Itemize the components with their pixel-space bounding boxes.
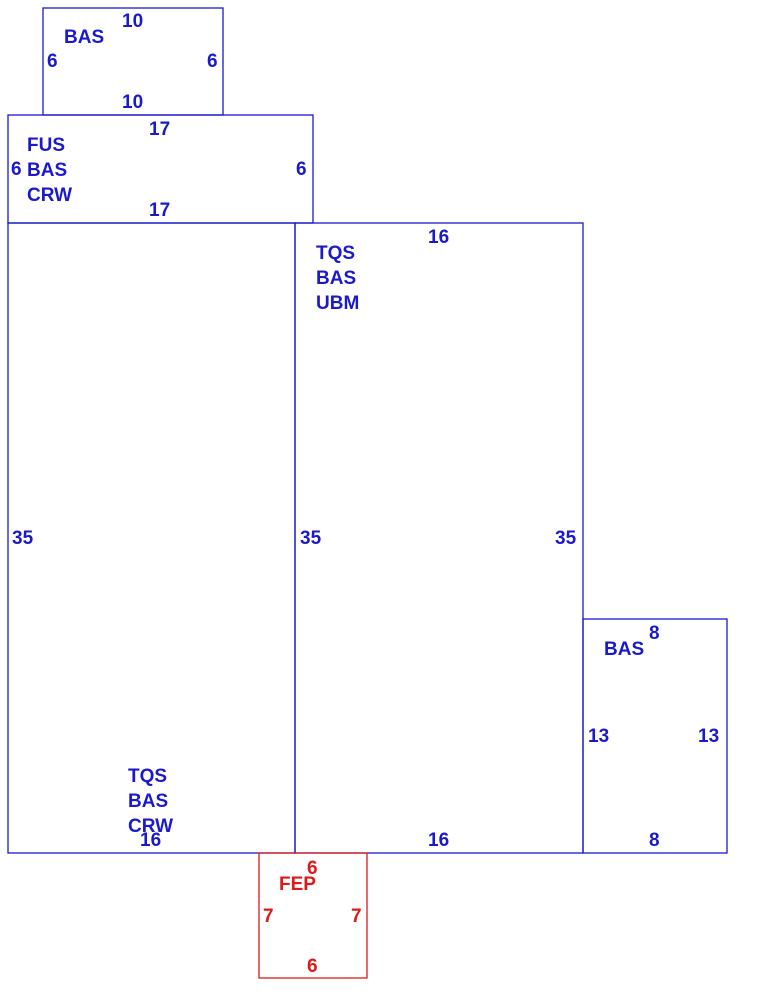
left-dim-bottom: 16 [140,830,161,851]
top-dim-left: 6 [47,51,58,72]
section-porch-outline [258,852,368,979]
right-dim-bottom: 8 [649,830,660,851]
porch-dim-right: 7 [351,906,362,927]
top-dim-top: 10 [122,11,143,32]
left-dim-left: 35 [12,528,34,549]
top-dim-bottom: 10 [122,92,143,113]
section-right-outline [582,618,728,854]
upper-dim-top: 17 [149,119,170,140]
porch-dim-left: 7 [263,906,274,927]
upper-label-2: BAS [27,160,67,181]
right-dim-top: 8 [649,623,660,644]
middle-label-2: BAS [316,268,356,289]
right-dim-right: 13 [698,726,719,747]
middle-dim-bottom: 16 [428,830,449,851]
section-left-outline [7,222,296,854]
top-dim-right: 6 [207,51,218,72]
left-label-1: TQS [128,766,167,787]
upper-label-3: CRW [27,185,72,206]
section-middle-outline [294,222,584,854]
right-dim-left: 13 [588,726,609,747]
upper-dim-right: 6 [296,159,307,180]
right-label-1: BAS [604,639,644,660]
upper-dim-bottom: 17 [149,200,170,221]
porch-dim-top: 6 [307,858,318,879]
middle-dim-top: 16 [428,227,449,248]
left-label-3: CRW [128,816,173,837]
porch-label-1: FEP [279,874,316,895]
left-label-2: BAS [128,791,168,812]
middle-label-3: UBM [316,293,359,314]
upper-label-1: FUS [27,135,65,156]
middle-dim-right: 35 [555,528,577,549]
top-label-1: BAS [64,27,104,48]
porch-dim-bottom: 6 [307,956,318,977]
middle-label-1: TQS [316,243,355,264]
middle-dim-left: 35 [300,528,322,549]
upper-dim-left: 6 [11,159,22,180]
